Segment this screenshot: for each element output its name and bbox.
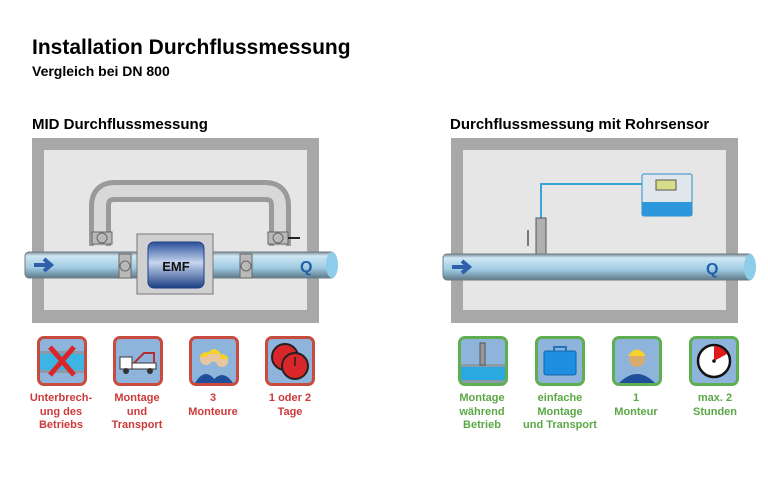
valve-icons	[91, 231, 289, 279]
right-section-heading: Durchflussmessung mit Rohrsensor	[450, 116, 710, 133]
transmitter-display	[655, 179, 677, 191]
pipe-end	[326, 252, 338, 278]
page-title: Installation Durchflussmessung	[32, 36, 351, 59]
left-section-heading: MID Durchflussmessung	[32, 116, 208, 133]
emf-label: EMF	[162, 259, 190, 274]
stopwatch-icon	[689, 336, 739, 386]
flow-label: Q	[706, 261, 718, 278]
worker-icon	[612, 336, 662, 386]
briefcase-icon	[535, 336, 585, 386]
page-subtitle: Vergleich bei DN 800	[32, 63, 170, 79]
pipe-sensor	[535, 217, 547, 257]
interruption-cross-icon	[37, 336, 87, 386]
rohrsensor-installation-diagram: Q	[442, 138, 756, 323]
flow-arrow-icon	[34, 257, 55, 273]
flow-label: Q	[300, 259, 312, 276]
flow-arrow-icon	[452, 259, 473, 275]
mid-installation-diagram: Q EMF	[24, 138, 338, 323]
three-workers-icon	[189, 336, 239, 386]
emf-meter	[147, 241, 205, 289]
two-clocks-icon	[265, 336, 315, 386]
sensor-on-pipe-icon	[458, 336, 508, 386]
truck-crane-icon	[113, 336, 163, 386]
